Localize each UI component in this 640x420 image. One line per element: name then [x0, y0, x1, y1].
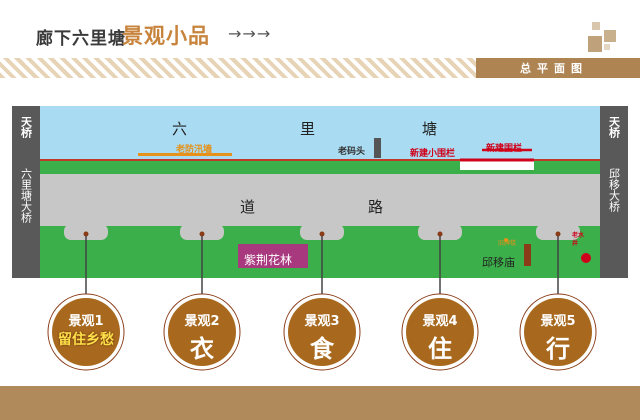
spot-number: 景观1 [68, 314, 104, 329]
spot-word: 衣 [190, 335, 214, 363]
spot-word: 留住乡愁 [58, 332, 114, 348]
spot-1: 景观1 留住乡愁 [46, 310, 126, 349]
river-label-char: 里 [300, 120, 316, 138]
page-title: 廊下六里塘 [36, 29, 126, 49]
old-wharf-label: 老码头 [338, 147, 366, 157]
spot-word: 行 [546, 335, 570, 363]
spot-5: 景观5 行 [518, 310, 598, 364]
bank-notch [460, 160, 534, 170]
spot-number: 景观4 [422, 314, 458, 329]
road-label-char: 路 [368, 198, 384, 216]
qiuyi-temple-label: 邱移庙 [482, 256, 515, 269]
marker-dot [437, 231, 443, 237]
redbud-forest-label: 紫荆花林 [244, 253, 293, 267]
road-label-char: 道 [240, 198, 256, 216]
arrow-icon: →→→ [228, 24, 272, 43]
river-bank [12, 160, 628, 174]
right-pillar: 天桥 邱移大桥 [600, 106, 628, 278]
plan-label: 总平面图 [520, 62, 588, 75]
plan-banner [476, 58, 640, 78]
temple-post [524, 244, 531, 266]
site-plan-map [12, 106, 628, 278]
archway-label: 旧牌楼 [498, 240, 517, 247]
redbud-forest [238, 244, 308, 268]
new-small-fence-label: 新建小围栏 [410, 149, 456, 159]
spot-number: 景观5 [540, 314, 576, 329]
spot-word: 食 [310, 335, 334, 363]
marker-dot [199, 231, 205, 237]
left-pillar: 天桥 六里塘大桥 [12, 106, 40, 278]
old-well [581, 253, 591, 263]
river-label-char: 六 [172, 120, 188, 138]
page-title-accent: 景观小品 [122, 24, 210, 48]
spot-2: 景观2 衣 [162, 310, 242, 364]
marker-dot [83, 231, 89, 237]
spot-4: 景观4 住 [400, 310, 480, 364]
left-pillar-bottom-label: 六里塘大桥 [19, 168, 33, 223]
archway-dot [504, 238, 508, 242]
logo-icon [588, 22, 616, 52]
spot-word: 住 [428, 335, 452, 363]
marker-dot [319, 231, 325, 237]
old-wharf-post [374, 138, 381, 158]
road-area [12, 174, 628, 226]
new-fence-label: 新建围栏 [486, 144, 523, 154]
old-well-label: 老水井 [572, 232, 585, 247]
marker-dot [555, 231, 561, 237]
river-area [12, 106, 628, 160]
flood-wall-label: 老防汛墙 [176, 145, 213, 155]
footer-bar [0, 386, 640, 420]
right-pillar-bottom-label: 邱移大桥 [607, 168, 621, 212]
spot-3: 景观3 食 [282, 310, 362, 364]
spot-number: 景观2 [184, 314, 220, 329]
flood-wall [138, 153, 232, 156]
right-pillar-top-label: 天桥 [607, 116, 621, 138]
left-pillar-top-label: 天桥 [19, 116, 33, 138]
spot-number: 景观3 [304, 314, 340, 329]
header-stripe [0, 58, 476, 78]
river-label-char: 塘 [422, 120, 438, 138]
